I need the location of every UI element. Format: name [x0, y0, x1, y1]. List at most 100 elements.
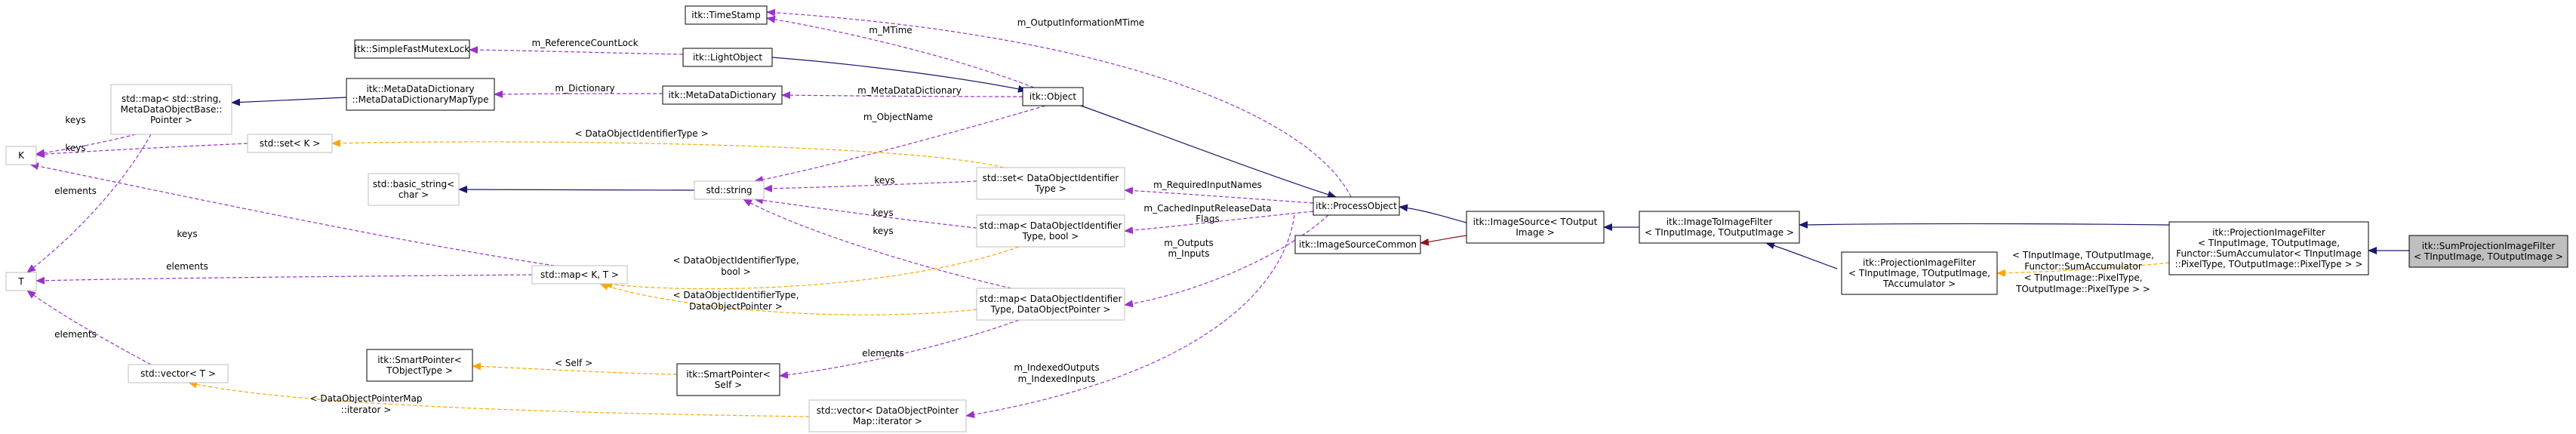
edge-label: m_RequiredInputNames	[1153, 180, 1262, 190]
edge-label: m_Outputs	[1164, 238, 1214, 248]
edge-label: keys	[65, 143, 85, 153]
node-label: itk::ImageSource< TOutput	[1473, 217, 1598, 227]
class-node-object[interactable]: itk::Object	[1022, 87, 1084, 106]
node-label: std::map< DataObjectIdentifier	[980, 294, 1122, 304]
edge-label: < TInputImage, TOutputImage,	[2012, 250, 2154, 260]
class-node-smartptr_self[interactable]: itk::SmartPointer<Self >	[676, 363, 780, 396]
edge-label: m_Inputs	[1168, 248, 1209, 259]
node-label: itk::LightObject	[693, 52, 762, 63]
node-label: TAccumulator >	[1882, 279, 1956, 289]
node-label: itk::SumProjectionImageFilter	[2422, 241, 2556, 251]
class-node-vector_T: std::vector< T >	[128, 364, 229, 383]
edge-label: keys	[874, 175, 894, 186]
node-label: K	[18, 150, 25, 161]
node-box	[976, 167, 1125, 200]
node-label: Image >	[1516, 227, 1554, 238]
node-box	[5, 272, 37, 291]
class-node-fastmutex[interactable]: itk::SimpleFastMutexLock	[354, 39, 470, 59]
class-node-vector_dop: std::vector< DataObjectPointerMap::itera…	[808, 399, 967, 432]
node-label: ::MetaDataDictionaryMapType	[352, 94, 489, 105]
edge-label: < Self >	[555, 358, 592, 368]
class-node-imagesourcecommon[interactable]: itk::ImageSourceCommon	[1294, 235, 1421, 254]
class-node-map_doi_bool: std::map< DataObjectIdentifierType, bool…	[976, 214, 1125, 248]
node-label: itk::SmartPointer<	[686, 369, 771, 380]
node-label: Map::iterator >	[853, 416, 922, 426]
node-label: itk::ProcessObject	[1316, 201, 1397, 211]
class-node-map_KT: std::map< K, T >	[531, 265, 628, 285]
node-box	[676, 363, 780, 396]
node-label: itk::SmartPointer<	[377, 355, 462, 365]
edge-map_KT-to-K: keys	[29, 162, 556, 266]
class-node-imagesource[interactable]: itk::ImageSource< TOutputImage >	[1466, 211, 1605, 244]
node-label: Self >	[715, 380, 742, 390]
class-node-sumproj: itk::SumProjectionImageFilter< TInputIma…	[2408, 235, 2568, 268]
node-layer: itk::TimeStampitk::SimpleFastMutexLockit…	[5, 5, 2568, 432]
edge-map_string-to-T: elements	[26, 134, 152, 273]
edge-line-usage	[29, 162, 556, 266]
edge-label: Flags	[1196, 214, 1219, 224]
class-node-T: T	[5, 272, 37, 291]
edge-object-to-mdd: m_MetaDataDictionary	[781, 85, 1023, 100]
node-label: Pointer >	[150, 115, 192, 125]
edge-label: DataObjectPointer >	[689, 301, 783, 312]
edge-line-usage	[965, 214, 1295, 419]
node-label: itk::MetaDataDictionary	[668, 90, 776, 100]
edge-label: ::iterator >	[341, 405, 392, 415]
edge-line-inherit	[1765, 242, 1838, 269]
edge-line-template	[472, 362, 678, 375]
edge-line-template	[599, 282, 977, 315]
edge-set_K-to-K: keys	[35, 143, 248, 159]
node-label: TObjectType >	[386, 365, 453, 376]
edge-label: m_OutputInformationMTime	[1017, 17, 1145, 28]
class-node-mdd_maptype[interactable]: itk::MetaDataDictionary::MetaDataDiction…	[346, 78, 495, 111]
node-box	[354, 39, 470, 59]
node-label: itk::ImageSourceCommon	[1299, 239, 1417, 250]
edge-string-to-basic_string	[458, 186, 695, 194]
edge-object-to-timestamp: m_MTime	[766, 15, 1035, 88]
edge-vector_dop-to-vector_T: < DataObjectPointerMap::iterator >	[188, 380, 810, 417]
class-node-projfilter_tmpl[interactable]: itk::ProjectionImageFilter< TInputImage,…	[1841, 251, 1998, 295]
class-node-mdd[interactable]: itk::MetaDataDictionary	[662, 85, 783, 105]
node-label: itk::ProjectionImageFilter	[2212, 227, 2325, 238]
edge-map_doi_bool-to-string: keys	[754, 196, 977, 229]
edge-map_doi_ptr-to-map_KT: < DataObjectIdentifierType,DataObjectPoi…	[599, 282, 977, 315]
edge-label: keys	[873, 208, 893, 218]
edge-label: < DataObjectIdentifierType >	[574, 128, 708, 139]
edge-mdd-to-mdd_maptype: m_Dictionary	[494, 83, 663, 98]
edge-line-template	[603, 246, 1020, 290]
class-node-projfilter_sum[interactable]: itk::ProjectionImageFilter< TInputImage,…	[2168, 221, 2369, 275]
edge-label: elements	[54, 329, 97, 340]
class-node-set_K: std::set< K >	[247, 134, 333, 153]
edge-line-usage	[1124, 214, 1329, 308]
edge-line-usage	[1124, 211, 1314, 235]
class-node-timestamp[interactable]: itk::TimeStamp	[685, 5, 768, 25]
node-label: itk::Object	[1029, 91, 1076, 102]
edge-line-usage	[754, 196, 977, 229]
edge-processobject-to-imagesource	[1399, 204, 1467, 223]
class-node-processobject[interactable]: itk::ProcessObject	[1313, 196, 1400, 216]
node-box	[247, 134, 333, 153]
node-label: char >	[399, 189, 429, 200]
edge-line-template	[1996, 262, 2170, 277]
edge-lightobject-to-fastmutex: m_ReferenceCountLock	[469, 38, 684, 55]
node-label: MetaDataObjectBase::	[121, 104, 223, 115]
class-node-set_doi: std::set< DataObjectIdentifierType >	[976, 167, 1125, 200]
node-label: < TInputImage, TOutputImage,	[2198, 238, 2340, 248]
class-node-lightobject[interactable]: itk::LightObject	[682, 48, 773, 67]
class-node-imagetoimagefilter[interactable]: itk::ImageToImageFilter< TInputImage, TO…	[1639, 211, 1800, 244]
edge-line-usage	[35, 134, 137, 157]
node-label: Functor::SumAccumulator< TInputImage	[2176, 248, 2361, 259]
node-box	[366, 349, 473, 382]
edge-line-inherit	[771, 57, 1027, 93]
node-label: std::map< DataObjectIdentifier	[980, 220, 1122, 231]
edge-vector_T-to-T: elements	[26, 290, 152, 365]
edge-label: keys	[873, 226, 893, 236]
edge-label: m_IndexedOutputs	[1014, 362, 1099, 373]
edge-mdd_maptype-to-map_string	[231, 97, 347, 106]
class-node-smartptr_T[interactable]: itk::SmartPointer<TObjectType >	[366, 349, 473, 382]
node-label: itk::SimpleFastMutexLock	[355, 44, 470, 54]
edge-imagetoimagefilter-to-projfilter_sum	[1799, 220, 2170, 229]
node-box	[110, 84, 232, 135]
node-label: std::set< K >	[260, 138, 321, 149]
